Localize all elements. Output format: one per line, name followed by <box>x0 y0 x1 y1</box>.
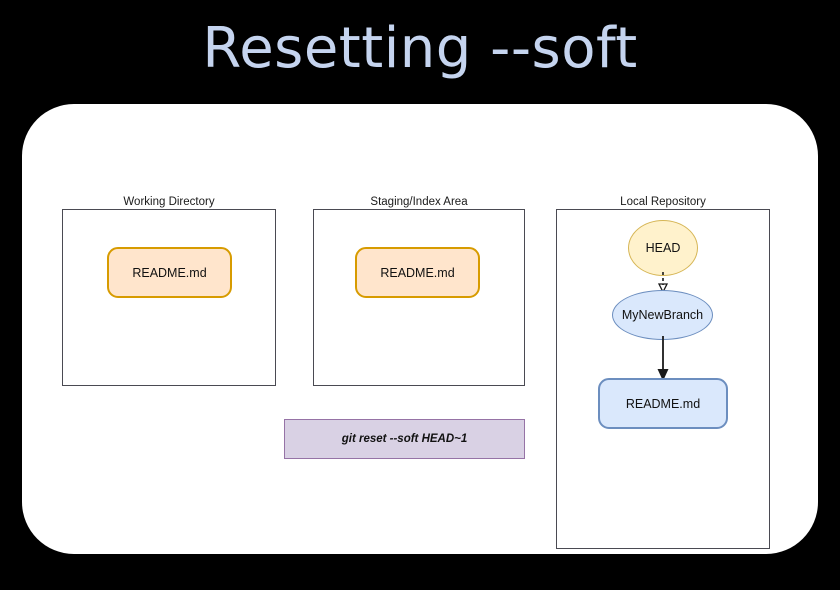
staging-area-file-node: README.md <box>355 247 480 298</box>
branch-to-file-solid-arrow-icon <box>657 336 669 381</box>
branch-node: MyNewBranch <box>612 290 713 340</box>
local-repository-file-node: README.md <box>598 378 728 429</box>
local-repository-label: Local Repository <box>620 196 706 208</box>
staging-area-label: Staging/Index Area <box>370 196 468 208</box>
head-node: HEAD <box>628 220 698 276</box>
git-command-box: git reset --soft HEAD~1 <box>284 419 525 459</box>
page-title: Resetting --soft <box>202 16 638 81</box>
working-directory-label: Working Directory <box>123 196 215 208</box>
working-directory-file-node: README.md <box>107 247 232 298</box>
head-to-branch-dashed-arrow-icon <box>657 272 669 294</box>
